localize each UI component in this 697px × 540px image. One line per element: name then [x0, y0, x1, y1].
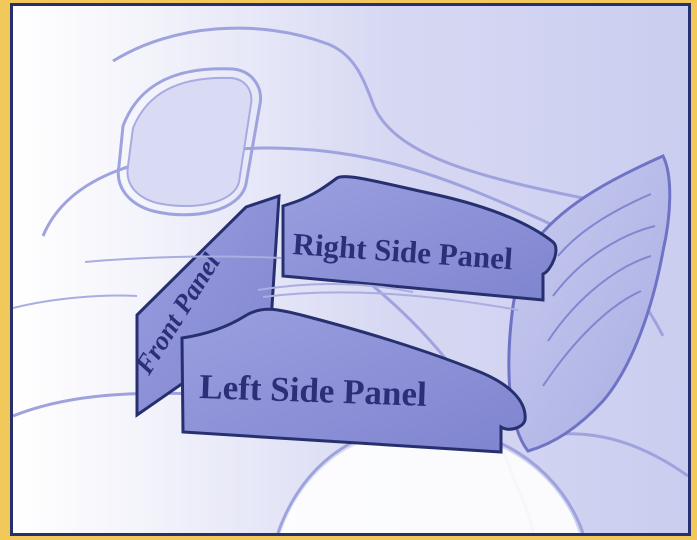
left-side-panel-label: Left Side Panel: [199, 367, 428, 414]
diagram-canvas: Right Side Panel Front Panel Left Side P…: [10, 3, 691, 536]
vehicle-panel-diagram: Right Side Panel Front Panel Left Side P…: [13, 6, 688, 533]
